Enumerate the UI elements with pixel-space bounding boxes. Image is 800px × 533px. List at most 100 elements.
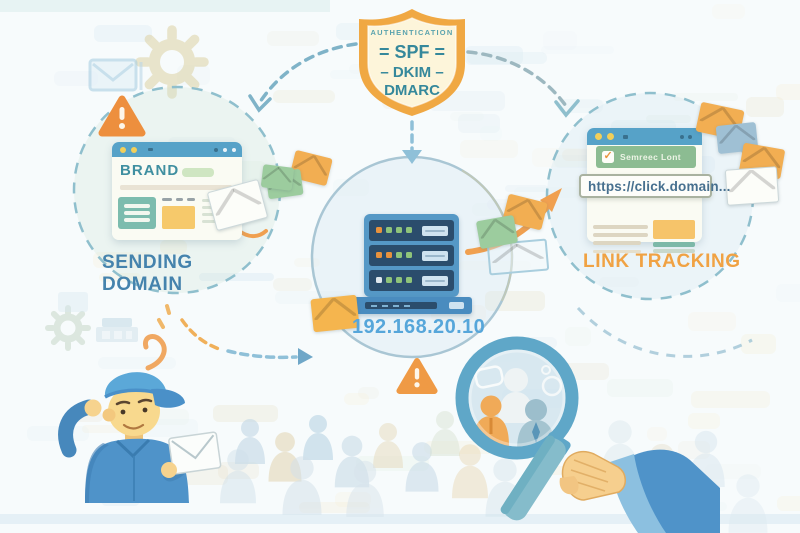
- wash-blot: [356, 456, 429, 471]
- wash-blot: [97, 357, 177, 369]
- wash-blot: [466, 51, 547, 64]
- content-line: [187, 198, 195, 201]
- lens-highlight: [468, 349, 566, 447]
- wash-blot: [344, 393, 369, 405]
- window-dot: [120, 146, 126, 153]
- wash-blot: [776, 283, 800, 302]
- wash-blot: [54, 70, 98, 87]
- server-cabinet: [364, 214, 459, 297]
- browser-title-bar: [587, 128, 702, 145]
- wash-blot: [266, 31, 320, 47]
- wash-blot: [450, 112, 484, 121]
- browser-title-bar: [112, 142, 242, 157]
- window-dot: [131, 146, 137, 153]
- eye: [142, 407, 148, 413]
- raised-arm: [58, 399, 97, 458]
- server-base: [352, 297, 472, 314]
- server-unit: [369, 220, 454, 241]
- content-block-yellow: [653, 220, 695, 239]
- mail-server-icon: [352, 214, 472, 314]
- eye: [120, 409, 126, 415]
- content-line: [593, 233, 648, 237]
- wash-blot: [741, 334, 777, 355]
- held-envelope-icon: [168, 431, 222, 475]
- wash-blot: [94, 24, 153, 42]
- wash-blot: [272, 277, 312, 291]
- wash-blot: [484, 290, 546, 311]
- wash-blot: [712, 3, 746, 19]
- wash-blot: [543, 30, 578, 50]
- hand: [84, 399, 102, 417]
- wash-blot: [691, 391, 770, 409]
- link-tracking-caption: LINK TRACKING: [583, 251, 741, 272]
- hand: [161, 462, 177, 478]
- window-dot: [223, 147, 227, 152]
- wash-blot: [777, 496, 800, 511]
- window-glyph: [148, 148, 153, 151]
- thumb: [559, 476, 579, 495]
- server-unit: [369, 270, 454, 291]
- wash-blot: [82, 424, 127, 434]
- window-dot: [688, 135, 692, 139]
- sending-domain-caption: SENDING DOMAIN: [102, 252, 193, 295]
- window-dot: [595, 133, 602, 140]
- wash-blot: [298, 501, 370, 514]
- server-unit: [369, 245, 454, 266]
- content-line: [593, 241, 641, 245]
- wash-blot: [673, 92, 739, 101]
- face: [108, 386, 160, 436]
- wash-blot: [459, 140, 519, 158]
- wash-blot: [775, 83, 800, 100]
- wash-blot: [540, 46, 615, 54]
- window-dot: [607, 133, 614, 140]
- wash-blot: [213, 405, 278, 422]
- shield-shape: [359, 9, 465, 116]
- wash-blot: [576, 99, 604, 108]
- banner-text: Semreec Lont: [620, 152, 682, 162]
- content-line: [124, 204, 150, 208]
- content-line: [124, 211, 150, 215]
- wash-blot: [177, 65, 210, 86]
- shirt-shading: [85, 443, 109, 503]
- wash-blot: [505, 185, 549, 193]
- content-block-teal: [118, 197, 156, 229]
- wash-blot: [457, 113, 500, 134]
- wash-blot: [273, 90, 335, 103]
- ear: [102, 408, 116, 422]
- cap-band: [104, 388, 168, 399]
- content-line: [653, 242, 695, 247]
- wash-blot: [71, 411, 104, 422]
- smile: [122, 423, 145, 430]
- lens-ring: [455, 336, 579, 460]
- wash-blot: [606, 378, 674, 398]
- brand-logo-text: BRAND: [120, 162, 180, 179]
- header-pill: [182, 168, 214, 177]
- envelope-icon: [260, 164, 295, 191]
- shield-dkim: – DKIM –: [380, 64, 444, 81]
- wash-blot: [332, 178, 369, 196]
- wash-blot: [480, 126, 502, 141]
- envelope-icon: [724, 166, 780, 206]
- check-icon: [602, 149, 614, 163]
- magnifier-inspection: [455, 336, 720, 533]
- wash-blot: [293, 258, 320, 268]
- torso-shirt: [85, 438, 189, 503]
- shield-dmarc: DMARC: [384, 82, 440, 99]
- content-line: [176, 198, 183, 201]
- tracking-url: https://click.domain...: [588, 178, 731, 194]
- wash-blot: [647, 426, 667, 442]
- shield-spf: = SPF =: [378, 42, 446, 62]
- eyebrow: [115, 400, 131, 406]
- content-block-yellow: [162, 206, 195, 229]
- wash-blot: [745, 97, 785, 117]
- wash-blot: [358, 387, 380, 399]
- window-dot: [214, 147, 218, 152]
- wash-blot: [687, 412, 720, 430]
- content-line: [124, 218, 150, 222]
- content-line: [162, 198, 172, 201]
- eyebrow: [137, 398, 153, 404]
- tracking-url-bar: https://click.domain...: [579, 174, 730, 198]
- shield-header: AUTHENTICATION: [370, 28, 454, 37]
- verified-sender-banner: Semreec Lont: [596, 146, 696, 168]
